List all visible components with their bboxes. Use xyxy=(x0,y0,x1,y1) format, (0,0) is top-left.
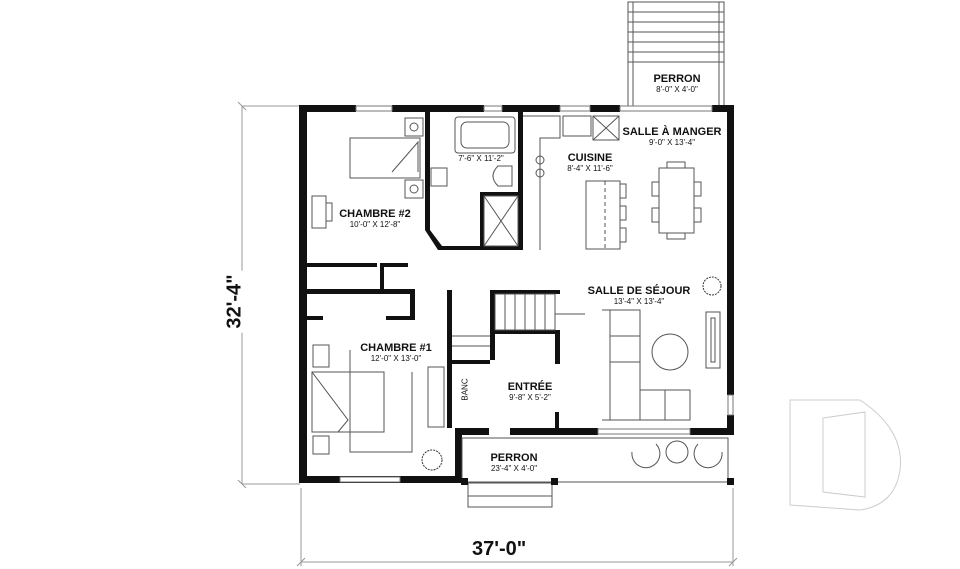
windows xyxy=(339,105,734,483)
front-porch xyxy=(461,437,729,508)
room-label-salle-de-sejour: SALLE DE SÉJOUR 13'-4" X 13'-4" xyxy=(587,285,691,306)
overall-width-label: 37'-0" xyxy=(468,538,531,561)
room-label-perron-front: PERRON 23'-4" X 4'-0" xyxy=(490,452,538,473)
plant-icon xyxy=(421,276,722,471)
kitchen-fixtures xyxy=(523,115,627,250)
room-label-entree: ENTRÉE 9'-8" X 5'-2" xyxy=(507,381,553,402)
interior-walls xyxy=(307,112,560,428)
room-label-chambre-2: CHAMBRE #2 10'-0" X 12'-8" xyxy=(339,208,411,229)
room-label-cuisine: CUISINE 8'-4" X 11'-6" xyxy=(567,152,613,173)
room-label-perron-back: PERRON 8'-0" X 4'-0" xyxy=(653,73,701,94)
stairs xyxy=(452,293,585,347)
banc-label: BANC xyxy=(460,378,470,401)
chambre-1-furniture xyxy=(311,344,445,455)
overall-depth-label: 32'-4" xyxy=(223,270,247,333)
room-label-chambre-1: CHAMBRE #1 12'-0" X 13'-0" xyxy=(360,342,432,363)
living-room-furniture xyxy=(602,309,721,421)
exterior-walls xyxy=(299,105,734,483)
room-label-salle-de-bain: 7'-6" X 11'-2" xyxy=(458,154,504,163)
room-label-salle-a-manger: SALLE À MANGER 9'-0" X 13'-4" xyxy=(622,126,722,147)
dining-table xyxy=(651,161,702,240)
bathroom-fixtures xyxy=(430,116,519,247)
watermark-logo xyxy=(789,399,901,511)
chambre-2-furniture xyxy=(311,117,424,229)
